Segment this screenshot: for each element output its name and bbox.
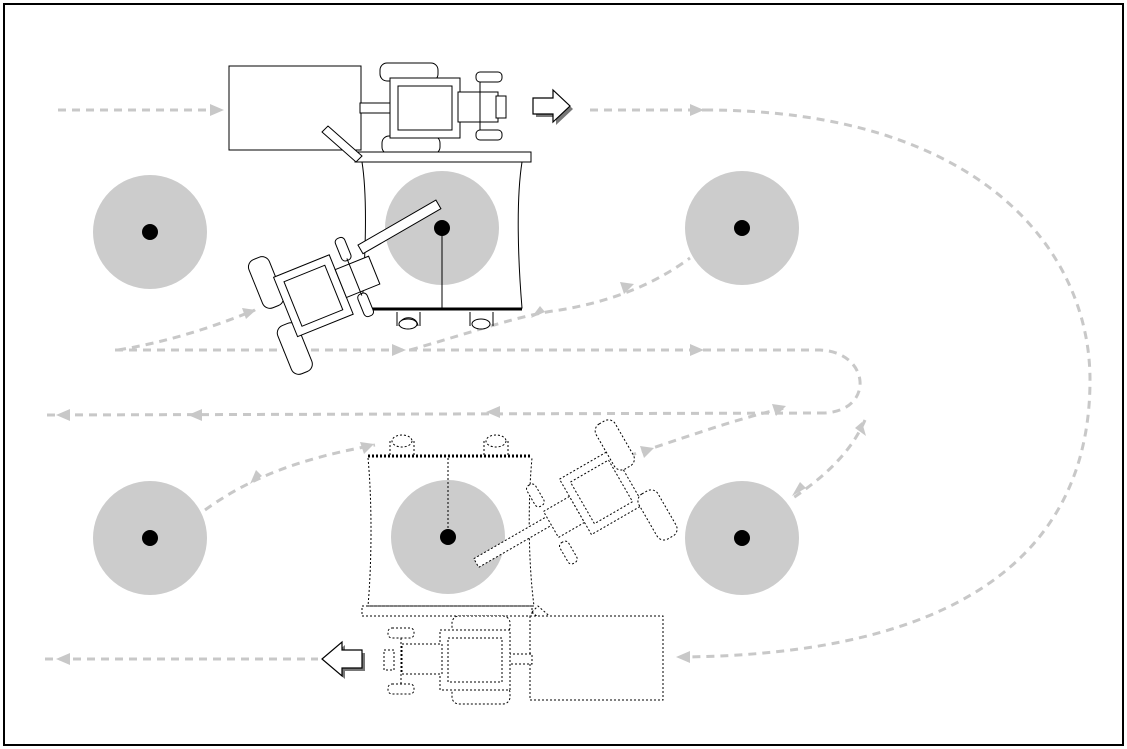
support-wheel [471, 318, 491, 330]
path-middle-right [115, 348, 862, 415]
arrowhead [188, 409, 202, 421]
arrow-left-icon [321, 640, 363, 678]
tractor-bottom-angled [473, 419, 678, 569]
collector-bin [529, 615, 664, 701]
path-outer-loop [679, 108, 1092, 659]
front-wheel [387, 683, 415, 695]
rear-wheel [276, 322, 313, 375]
tree-trunk [734, 220, 750, 236]
tree-trunk [142, 530, 158, 546]
arrowhead [486, 406, 500, 418]
frame-top-bar [354, 151, 532, 163]
tree [391, 480, 505, 594]
hitch [359, 102, 391, 114]
tractor-bottom-clamp [361, 434, 571, 641]
rear-wheel [594, 419, 635, 471]
front-wheel [387, 627, 415, 639]
tractor-roof [569, 459, 634, 525]
frame-bottom-bar [361, 605, 533, 617]
tree [685, 171, 799, 285]
arrow-right-icon [532, 88, 571, 124]
tree-trunk [440, 529, 456, 545]
rear-wheel [381, 135, 441, 155]
tractor-bottom-drive [383, 615, 664, 705]
path-middle-left [44, 411, 826, 417]
arrowhead [56, 409, 70, 421]
support-wheel [485, 434, 507, 448]
arrowhead [690, 104, 704, 116]
arrowhead [640, 446, 654, 458]
catch-frame [367, 457, 535, 607]
front-wheel [475, 71, 503, 83]
path-arrowheads [56, 104, 866, 665]
support-wheel [389, 441, 415, 456]
arrowhead [210, 104, 224, 116]
arrowhead [360, 442, 374, 454]
support-wheel [391, 434, 413, 448]
support-wheel [398, 318, 418, 330]
arrowhead [676, 651, 690, 663]
route-paths [44, 108, 1092, 661]
rear-wheel [637, 489, 678, 541]
deflector-arm [321, 125, 363, 163]
tractor-roof [447, 637, 503, 683]
front-wheel [475, 129, 503, 141]
arrowhead [392, 344, 406, 356]
tractor-hood [457, 91, 499, 123]
arrowhead [620, 282, 634, 294]
tree-trunk [142, 224, 158, 240]
tree [93, 175, 207, 289]
arrowhead [531, 306, 545, 318]
direction-arrow-right [532, 88, 573, 125]
arrowhead [242, 308, 256, 319]
clamp-boom [357, 199, 442, 255]
front-wheel [526, 483, 545, 508]
support-wheel [483, 441, 509, 456]
tree [93, 481, 207, 595]
arrowhead [772, 404, 786, 416]
path-lower-return [789, 419, 867, 502]
front-axle [346, 258, 363, 296]
arrowhead [855, 422, 866, 436]
tractor-hood [401, 643, 443, 675]
tractor-roof [283, 264, 344, 327]
path-upper-curve-right [409, 256, 691, 352]
front-weight [495, 95, 507, 119]
tree [685, 481, 799, 595]
arrowhead [792, 482, 806, 496]
tractor-roof [397, 85, 453, 131]
tree-trunk [734, 530, 750, 546]
front-weight [383, 649, 395, 671]
tractor-top-clamp [321, 125, 532, 330]
front-wheel [559, 540, 578, 565]
path-lower-curve-right [614, 406, 786, 462]
arrowhead [56, 653, 70, 665]
rear-wheel [451, 615, 511, 635]
arrowhead [690, 344, 704, 356]
tractor-hood [334, 255, 381, 299]
support-wheel [469, 312, 494, 326]
direction-arrow-left [321, 640, 365, 679]
arrowhead [250, 470, 262, 484]
tractor-top-angled [247, 199, 442, 375]
